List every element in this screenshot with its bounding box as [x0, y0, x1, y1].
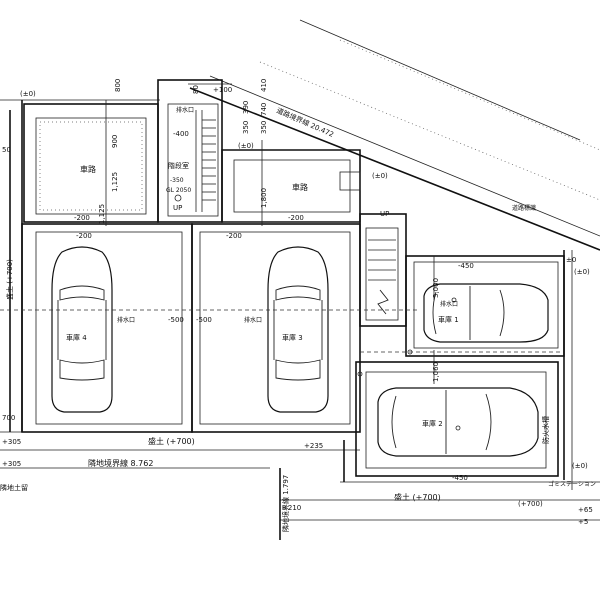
garage-3-label: 車庫 3 [282, 333, 303, 342]
drain-marker-1 [451, 297, 457, 303]
level-top-1: +100 [213, 86, 232, 94]
level-top-2: (±0) [238, 142, 254, 150]
road-sign: 道路標識 [512, 204, 536, 212]
driveway-2-label: 車路 [292, 182, 308, 192]
fire-tank-label: 防火水槽 [541, 416, 550, 444]
dim-top-4: 740 [260, 103, 268, 116]
garage-1-level: -450 [458, 262, 474, 270]
level-bottom-0: +235 [304, 442, 323, 450]
garage-4-level: -500 [168, 316, 184, 324]
drain-label-top: 排水口 [176, 106, 194, 114]
stair-well-right [359, 213, 407, 327]
neighbor-boundary-label: 隣地境界線 8.762 [88, 458, 153, 468]
fill-bottom-label-2: 盛土 (+700) [394, 492, 441, 502]
stair-room-label: 階段室 [168, 161, 189, 170]
side-left-1: 盛土 (+700) [5, 259, 14, 300]
fill-bottom-label: 盛土 (+700) [148, 436, 195, 446]
car-2-icon [377, 387, 539, 457]
stair-room [157, 79, 223, 223]
dim-top-0: 800 [114, 79, 122, 92]
car-3-icon [267, 246, 329, 413]
level-top-4: (±0) [372, 172, 388, 180]
level-bottom-4: ±0 [566, 256, 576, 264]
driveway-upper-left [23, 103, 159, 223]
floor-drain-icon [174, 194, 182, 202]
dim-top-2: 410 [260, 79, 268, 92]
level-bottom-2: +65 [578, 506, 593, 514]
driveway-1-label: 車路 [80, 164, 96, 174]
level-mid-3: -200 [288, 214, 304, 222]
dim-top-3: 390 [242, 101, 250, 114]
dim-top-1: 80 [192, 85, 200, 94]
neighbor-boundary-2-label: 隣地境界線 1.797 [281, 475, 290, 532]
dim-right-0: 3,000 [432, 278, 440, 298]
side-left-2: 700 [2, 414, 15, 422]
level-bottom-1: +210 [282, 504, 301, 512]
driveway-upper-middle [221, 149, 361, 223]
car-4-icon [51, 246, 113, 413]
level-mid-1: -200 [76, 232, 92, 240]
dim-left-3: 1,800 [260, 188, 268, 208]
garage-3 [191, 223, 361, 433]
dim-left-2: 1,125 [98, 204, 106, 224]
level-bottom-5: (±0) [574, 268, 590, 276]
stair-level-1: GL 2050 [166, 187, 191, 194]
up-label-1: UP [173, 204, 182, 212]
garage-3-level: -500 [196, 316, 212, 324]
level-bottom-right: +5 [578, 518, 588, 526]
side-left-4: +305 [2, 460, 21, 468]
dim-top-5: 350 [242, 121, 250, 134]
garage-4-drain: 排水口 [117, 316, 135, 324]
neighbor-retaining-label: 隣地土留 [0, 483, 28, 492]
dim-left-0: 900 [111, 135, 119, 148]
dim-right-1: 1,060 [432, 362, 440, 382]
side-left-3: +305 [2, 438, 21, 446]
side-left-0: 50 [2, 146, 11, 154]
garage-2-label: 車庫 2 [422, 419, 443, 428]
fill-bottom-label-3: (+700) [518, 500, 543, 508]
stair-treads [202, 119, 216, 201]
up-label-2: UP [380, 210, 389, 218]
garage-1-label: 車庫 1 [438, 315, 459, 324]
garage-4-label: 車庫 4 [66, 333, 87, 342]
dim-left-1: 1,125 [111, 172, 119, 192]
garage-3-drain: 排水口 [244, 316, 262, 324]
garage-1-drain: 排水口 [440, 300, 458, 308]
garbage-label: ゴミステーション [548, 480, 596, 488]
garage-2 [355, 361, 559, 477]
outer-walls [0, 19, 600, 469]
level-mid-2: -200 [226, 232, 242, 240]
level-top-0: (±0) [20, 90, 36, 98]
level-mid-0: -200 [74, 214, 90, 222]
dim-top-6: 350 [260, 121, 268, 134]
car-1-icon [423, 283, 549, 343]
drain-marker-2 [455, 425, 461, 431]
stair-level-0: -350 [170, 177, 184, 184]
level-bottom-3: (±0) [572, 462, 588, 470]
level-top-3: -400 [173, 130, 189, 138]
garage-2-level: -450 [452, 474, 468, 482]
